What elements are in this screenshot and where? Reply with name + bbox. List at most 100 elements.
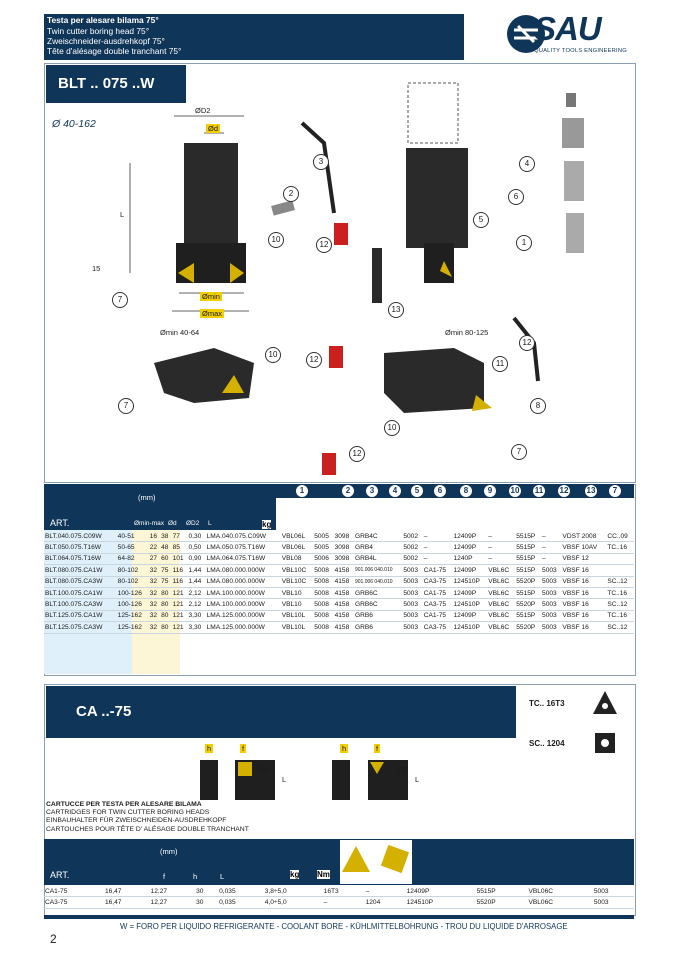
table-cell: GRB6C xyxy=(354,601,378,609)
table-cell: 5515P xyxy=(516,532,536,540)
table-cell: – xyxy=(488,544,492,552)
sub-left-label: Ømin 40-64 xyxy=(160,328,200,337)
table-cell: 5003 xyxy=(542,612,557,620)
table-cell: VBSF 16 xyxy=(562,623,589,631)
table-cell: 80 xyxy=(161,601,169,609)
ca-desc-en: CARTRIDGES FOR TWIN CUTTER BORING HEADS xyxy=(46,809,210,817)
ref-bubble-11: 11 xyxy=(533,485,545,497)
table-cell: 5520P xyxy=(516,578,536,586)
callout-9c: 10 xyxy=(384,420,400,436)
table-cell: VBL10L xyxy=(281,612,306,620)
table-cell: – xyxy=(542,544,546,552)
ca-dim-ang: 75° xyxy=(258,765,270,774)
table-cell: VBSF 16 xyxy=(562,601,589,609)
table-cell: CA3-75 xyxy=(423,601,447,609)
table-cell: LMA.080.000.000W xyxy=(206,566,265,574)
ca-dim-L2: L xyxy=(415,775,420,784)
table-cell: VBSF 10AV xyxy=(562,544,598,552)
table-cell: BLT.040.075.C09W xyxy=(45,532,102,540)
callout-11b: 12 xyxy=(306,352,322,368)
table-cell: 5002 xyxy=(403,532,418,540)
table-cell: 124510P xyxy=(453,623,480,631)
table-cell: VBL6C xyxy=(488,623,510,631)
table-cell: 12,27 xyxy=(150,887,168,895)
footer-note: W = FORO PER LIQUIDO REFRIGERANTE - COOL… xyxy=(120,922,568,931)
table-cell: 4158 xyxy=(334,578,350,586)
table-cell: – xyxy=(488,532,492,540)
blt-exploded-drawing xyxy=(129,82,584,475)
table1-art-col-bg xyxy=(44,530,132,674)
table-cell: CA1-75 xyxy=(423,589,447,597)
table-cell: 0,50 xyxy=(188,544,202,552)
page-number: 2 xyxy=(50,932,57,946)
table-cell: 3098 xyxy=(334,544,350,552)
callout-11c: 12 xyxy=(349,446,365,462)
table-cell: 0,035 xyxy=(219,887,236,895)
triangle-insert-icon xyxy=(593,691,617,714)
table-cell: GRB4C xyxy=(354,532,378,540)
table-cell: 40-51 xyxy=(117,532,135,540)
callout-6: 6 xyxy=(508,189,524,205)
ca-dim-f2: f xyxy=(374,744,381,753)
ref-bubble-13: 13 xyxy=(585,485,597,497)
table-cell: 75 xyxy=(161,566,169,574)
ref-bubble-7: 7 xyxy=(609,485,621,497)
table-cell: 5002 xyxy=(403,544,418,552)
table-cell: 100-126 xyxy=(117,601,142,609)
table-cell: 12409P xyxy=(406,887,430,895)
callout-7c: 7 xyxy=(511,444,527,460)
table-cell: 3098 xyxy=(334,532,350,540)
table-cell: SC..12 xyxy=(607,623,628,631)
table-cell: 124510P xyxy=(453,601,480,609)
ca-desc-fr: CARTOUCHES POUR TÊTE D' ALÉSAGE DOUBLE T… xyxy=(46,825,249,833)
logo-text: SAU xyxy=(534,10,602,47)
table-cell: 12,27 xyxy=(150,899,168,907)
callout-9: 10 xyxy=(268,232,284,248)
table-cell: 5003 xyxy=(542,566,557,574)
table-cell: 4158 xyxy=(334,589,350,597)
callout-13: 13 xyxy=(388,302,404,318)
table-cell: 3,30 xyxy=(188,623,202,631)
sub-right-label: Ømin 80-125 xyxy=(445,328,489,337)
table-cell: 32 xyxy=(149,601,158,609)
table-cell: VBL06L xyxy=(281,532,306,540)
table-cell: 5520P xyxy=(516,601,536,609)
blt-section xyxy=(44,63,636,483)
table-cell: 5003 xyxy=(403,566,418,574)
table-cell: 12409P xyxy=(453,566,477,574)
table-cell: 116 xyxy=(172,566,184,574)
header-line-de: Zweischneider-ausdrehkopf 75° xyxy=(47,36,165,46)
table-cell: GRB6 xyxy=(354,612,373,620)
table-cell: 80-102 xyxy=(117,566,139,574)
callout-2: 2 xyxy=(283,186,299,202)
table-cell: 85 xyxy=(172,544,180,552)
table-cell: 4158 xyxy=(334,612,350,620)
table-cell: BLT.050.075.T16W xyxy=(45,544,101,552)
table-cell: VBL10C xyxy=(281,578,307,586)
ref-bubble-8: 8 xyxy=(460,485,472,497)
table-cell: VBL6C xyxy=(488,612,510,620)
table-cell: 125-162 xyxy=(117,612,142,620)
callout-9b: 10 xyxy=(265,347,281,363)
table-cell: CA3-75 xyxy=(423,578,447,586)
table-cell: 30 xyxy=(196,887,204,895)
callout-7: 7 xyxy=(112,292,128,308)
table-cell: VBSF 16 xyxy=(562,566,589,574)
insert-icons-icon xyxy=(342,844,410,874)
table-cell: BLT.080.075.CA3W xyxy=(45,578,103,586)
ca-cartridge-drawing xyxy=(200,760,408,800)
table-cell: 124510P xyxy=(453,578,480,586)
table-cell: – xyxy=(423,532,428,540)
table-cell: 12409P xyxy=(453,612,477,620)
table-cell: 5003 xyxy=(403,623,418,631)
ref-bubble-10: 10 xyxy=(509,485,521,497)
table1-refs-band xyxy=(276,484,634,498)
table-cell: VBSF 16 xyxy=(562,578,589,586)
table-cell: 3,8÷5,0 xyxy=(264,887,287,895)
dim-angle: 15 xyxy=(92,264,101,273)
